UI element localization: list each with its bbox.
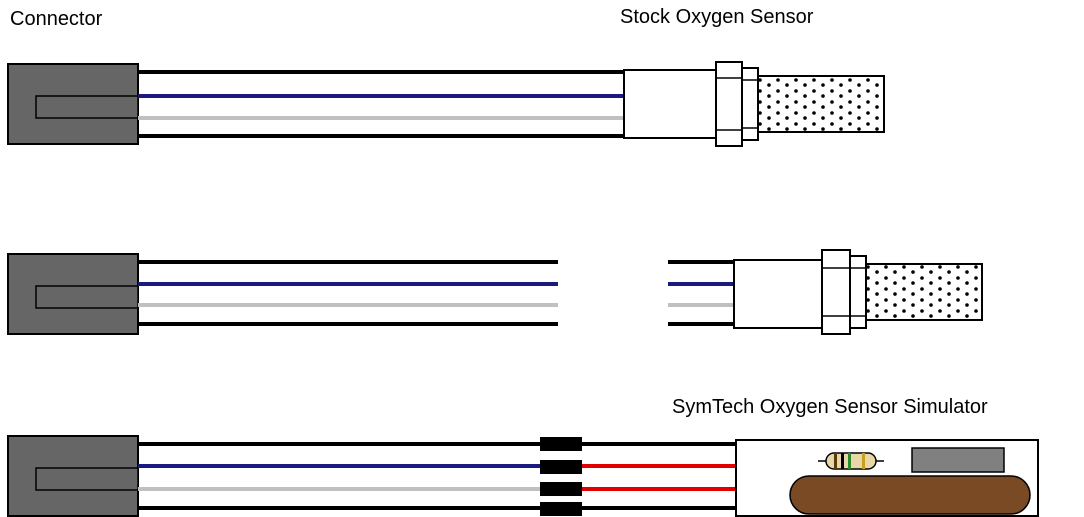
- resistor-icon: [818, 452, 884, 470]
- splice-connectors: [540, 437, 582, 516]
- stock-sensor-label: Stock Oxygen Sensor: [620, 6, 814, 28]
- simulator-label: SymTech Oxygen Sensor Simulator: [672, 396, 988, 418]
- simulator-wires: [582, 442, 736, 510]
- wire-harness-cut-left: [138, 260, 558, 326]
- wire-harness-cut-right: [668, 260, 734, 326]
- oxygen-sensor-body: [623, 61, 885, 147]
- oxygen-sensor-body: [733, 249, 983, 335]
- connector-plug: [7, 253, 139, 335]
- wire-harness: [138, 70, 624, 138]
- row-cut-wires: [7, 249, 983, 335]
- connector-label: Connector: [10, 8, 103, 30]
- connector-plug: [7, 435, 139, 517]
- wire-harness: [138, 442, 540, 510]
- simulator-pad: [789, 475, 1031, 515]
- row-simulator: [7, 435, 1039, 517]
- simulator-chip: [911, 447, 1005, 473]
- row-stock-sensor: [7, 61, 885, 147]
- simulator-board: [735, 439, 1039, 517]
- connector-plug: [7, 63, 139, 145]
